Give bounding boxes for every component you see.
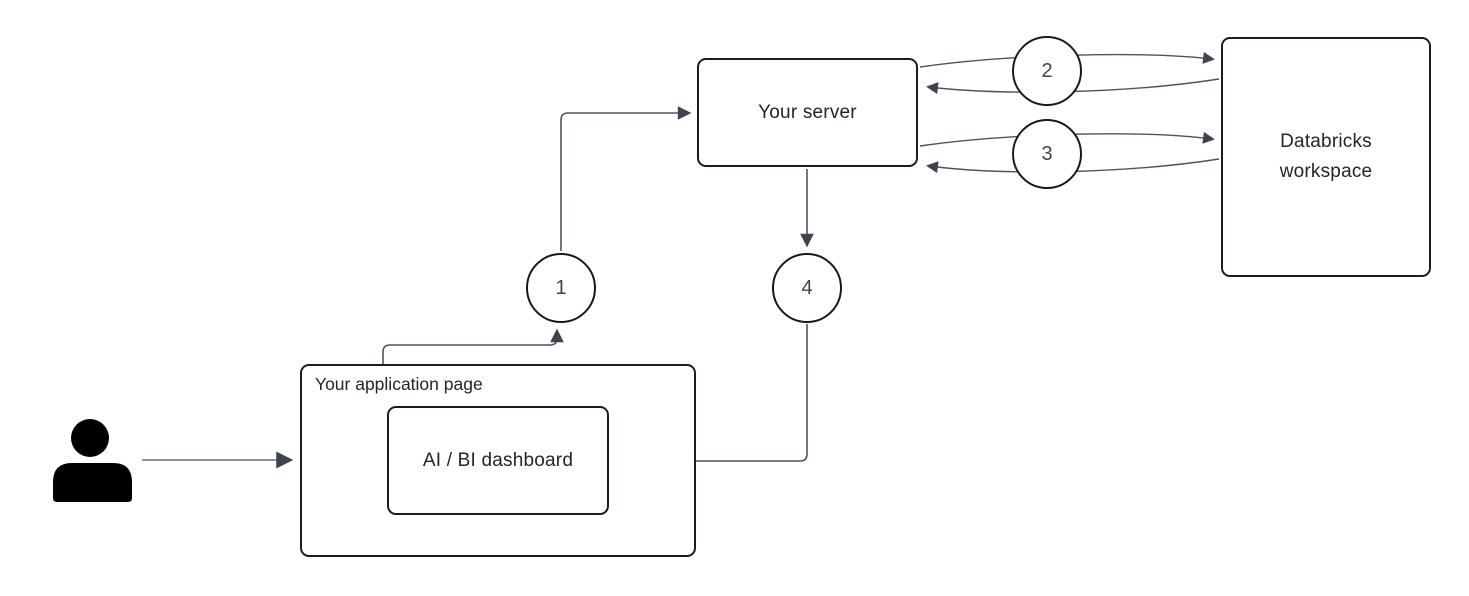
dashboard-label: AI / BI dashboard	[422, 449, 574, 471]
step-circle-1: 1	[526, 253, 596, 323]
databricks-workspace-label: Databricks workspace	[1279, 131, 1373, 182]
user-icon	[53, 419, 132, 502]
server-box: Your server	[697, 58, 918, 167]
application-page-box: Your application page	[300, 364, 696, 557]
databricks-workspace-box: Databricks workspace	[1221, 37, 1431, 277]
step-3-number: 3	[1041, 142, 1053, 165]
step-circle-3: 3	[1012, 119, 1082, 189]
step-4-number: 4	[801, 276, 813, 299]
dashboard-box: AI / BI dashboard	[387, 406, 609, 515]
step-1-number: 1	[555, 276, 567, 299]
connector-step4-to-dashboard	[615, 324, 808, 468]
connector-application-to-step1	[382, 328, 564, 364]
step-2-number: 2	[1041, 59, 1053, 82]
server-label: Your server	[758, 101, 857, 123]
connector-step1-to-server	[560, 106, 692, 251]
application-page-label: Your application page	[315, 374, 483, 394]
step-circle-2: 2	[1012, 36, 1082, 106]
step-circle-4: 4	[772, 253, 842, 323]
